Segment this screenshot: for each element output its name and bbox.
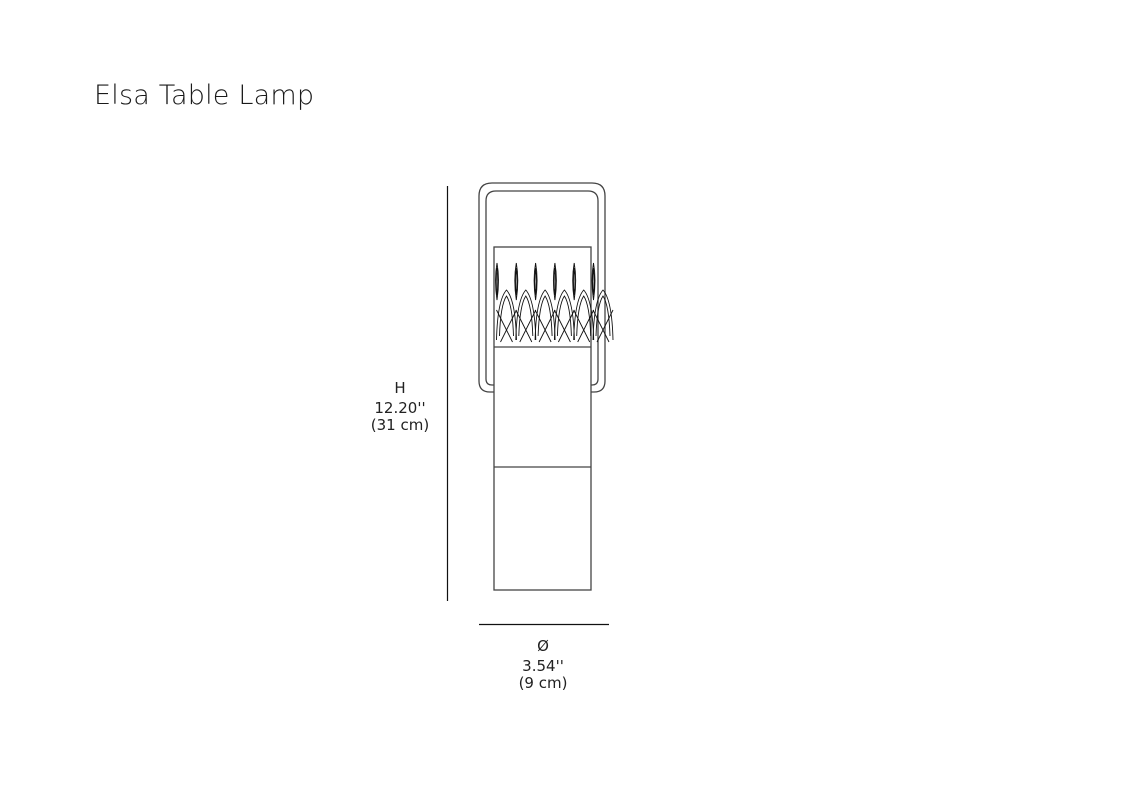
pattern-stroke	[552, 262, 557, 301]
pattern-stroke	[572, 262, 577, 301]
pattern-stroke	[515, 309, 537, 343]
pattern-stroke	[518, 295, 534, 337]
pattern-stroke	[533, 262, 538, 301]
pattern-stroke	[591, 262, 596, 301]
pattern-stroke	[534, 289, 556, 341]
pattern-stroke	[537, 295, 553, 337]
pattern-stroke	[592, 267, 595, 296]
pattern-stroke	[515, 267, 518, 296]
pattern-stroke	[573, 267, 576, 296]
pattern-stroke	[553, 267, 557, 296]
pattern-stroke	[595, 295, 611, 337]
pattern-stroke	[592, 309, 614, 343]
height-dimension-label: H 12.20'' (31 cm)	[360, 380, 440, 434]
pattern-stroke	[515, 289, 537, 341]
height-metric: (31 cm)	[370, 416, 430, 434]
pattern-stroke	[499, 295, 514, 337]
pattern-stroke	[496, 309, 517, 343]
pattern-stroke	[592, 289, 614, 341]
page-title: Elsa Table Lamp	[94, 80, 315, 111]
diameter-metric: (9 cm)	[518, 674, 568, 692]
pattern-stroke	[553, 309, 575, 343]
pattern-stroke	[495, 262, 499, 301]
pattern-stroke	[573, 289, 595, 341]
pattern-stroke	[496, 289, 517, 341]
diameter-imperial: 3.54''	[522, 657, 564, 675]
pattern-stroke	[514, 262, 519, 301]
pattern-stroke	[553, 289, 575, 341]
height-symbol: H	[394, 379, 406, 397]
pattern-stroke	[495, 267, 499, 296]
lamp-body	[493, 246, 592, 591]
cut-crystal-pattern	[495, 262, 614, 343]
pattern-stroke	[534, 267, 537, 296]
diameter-dimension-label: Ø 3.54'' (9 cm)	[500, 638, 586, 692]
pattern-stroke	[576, 295, 592, 337]
diameter-symbol: Ø	[537, 637, 549, 655]
pattern-stroke	[534, 309, 556, 343]
lamp-frame	[478, 182, 606, 393]
height-imperial: 12.20''	[374, 399, 426, 417]
pattern-stroke	[556, 295, 572, 337]
pattern-stroke	[573, 309, 595, 343]
